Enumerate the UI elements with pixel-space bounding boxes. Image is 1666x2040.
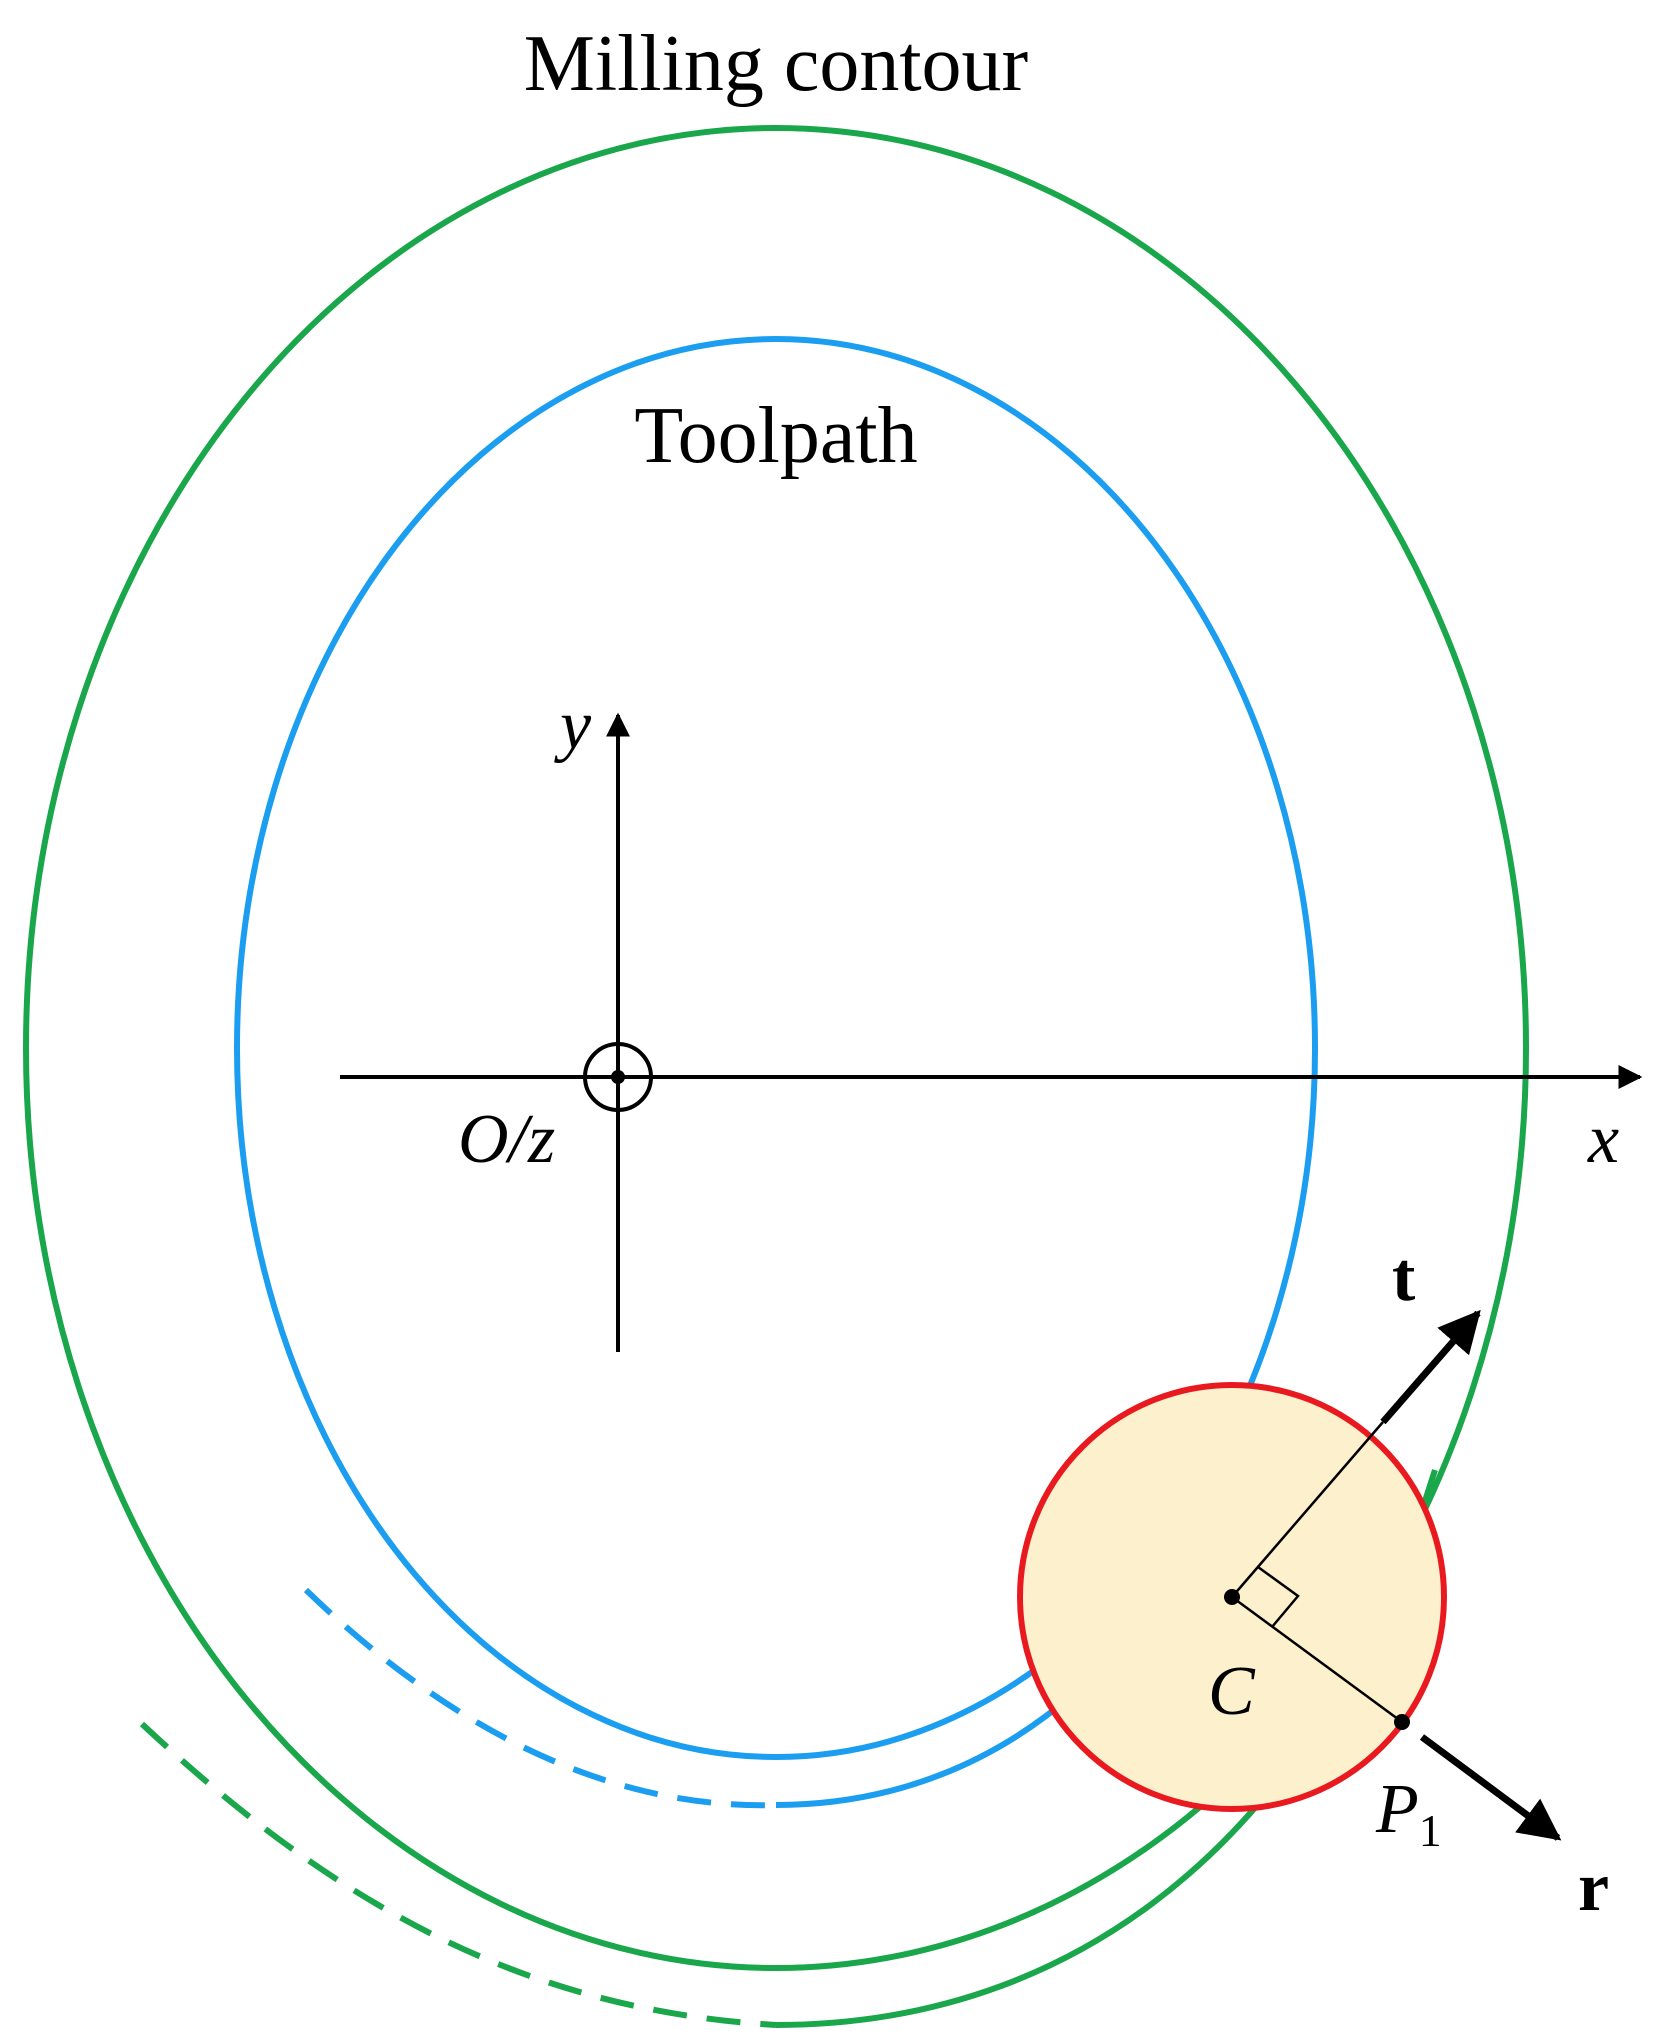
toolpath-label: Toolpath [634,392,917,480]
tool-center-point [1224,1589,1240,1605]
y-axis-label: y [554,687,592,764]
toolpath-ellipse [234,336,1318,1760]
origin-dot [611,1070,625,1084]
contact-point-label: P1 [1375,1771,1442,1856]
origin-label: O/z [458,1101,555,1178]
milling-contour-ellipse [23,125,1529,1971]
tangent-vector-label: t [1392,1239,1415,1316]
contact-point-p1 [1394,1714,1410,1730]
tangent-line [1231,1421,1384,1598]
milling-contour-label: Milling contour [524,20,1028,108]
radial-vector-label: r [1578,1849,1609,1926]
milling-contour-dashed-curve [139,1721,777,2028]
origin-z-symbol [583,1042,653,1112]
radial-line [1231,1595,1403,1724]
tool-center-label: C [1208,1653,1256,1730]
toolpath-dashed-curve [303,1587,777,1809]
tangent-vector-arrow [1380,1309,1481,1425]
radial-vector-arrow [1419,1734,1562,1841]
right-angle-marker [1257,1565,1300,1628]
x-axis-label: x [1587,1101,1619,1178]
contact-point-subscript: 1 [1419,1805,1442,1856]
